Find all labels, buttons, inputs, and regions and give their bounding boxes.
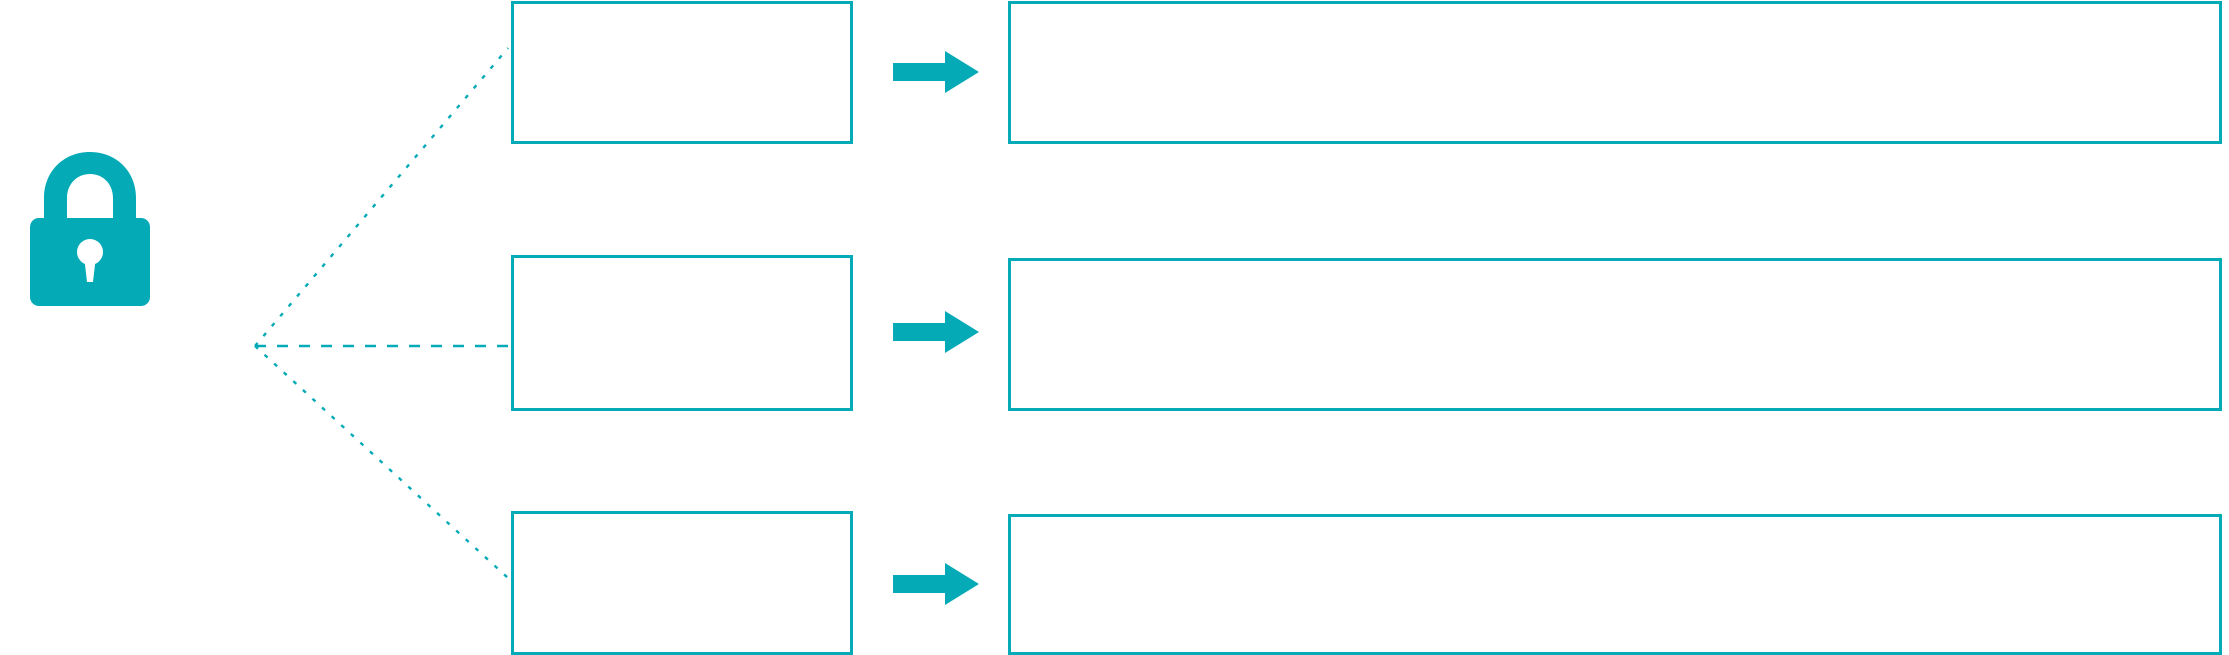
lock-icon bbox=[30, 152, 150, 306]
stage-box-1-label bbox=[514, 4, 850, 20]
connector-line-bottom bbox=[254, 345, 509, 579]
outcome-box-3-label bbox=[1011, 517, 2219, 533]
outcome-box-1-label bbox=[1011, 4, 2219, 20]
stage-box-3-label bbox=[514, 514, 850, 530]
connector-line-top bbox=[254, 47, 509, 347]
outcome-box-2-label bbox=[1011, 261, 2219, 277]
stage-box-1[interactable] bbox=[511, 1, 853, 144]
right-arrow-icon-1 bbox=[893, 51, 979, 93]
stage-box-3[interactable] bbox=[511, 511, 853, 655]
outcome-box-3[interactable] bbox=[1008, 514, 2222, 655]
stage-box-2[interactable] bbox=[511, 255, 853, 411]
outcome-box-2[interactable] bbox=[1008, 258, 2222, 411]
right-arrow-icon-2 bbox=[893, 311, 979, 353]
stage-box-2-label bbox=[514, 258, 850, 274]
outcome-box-1[interactable] bbox=[1008, 1, 2222, 144]
right-arrow-icon-3 bbox=[893, 563, 979, 605]
